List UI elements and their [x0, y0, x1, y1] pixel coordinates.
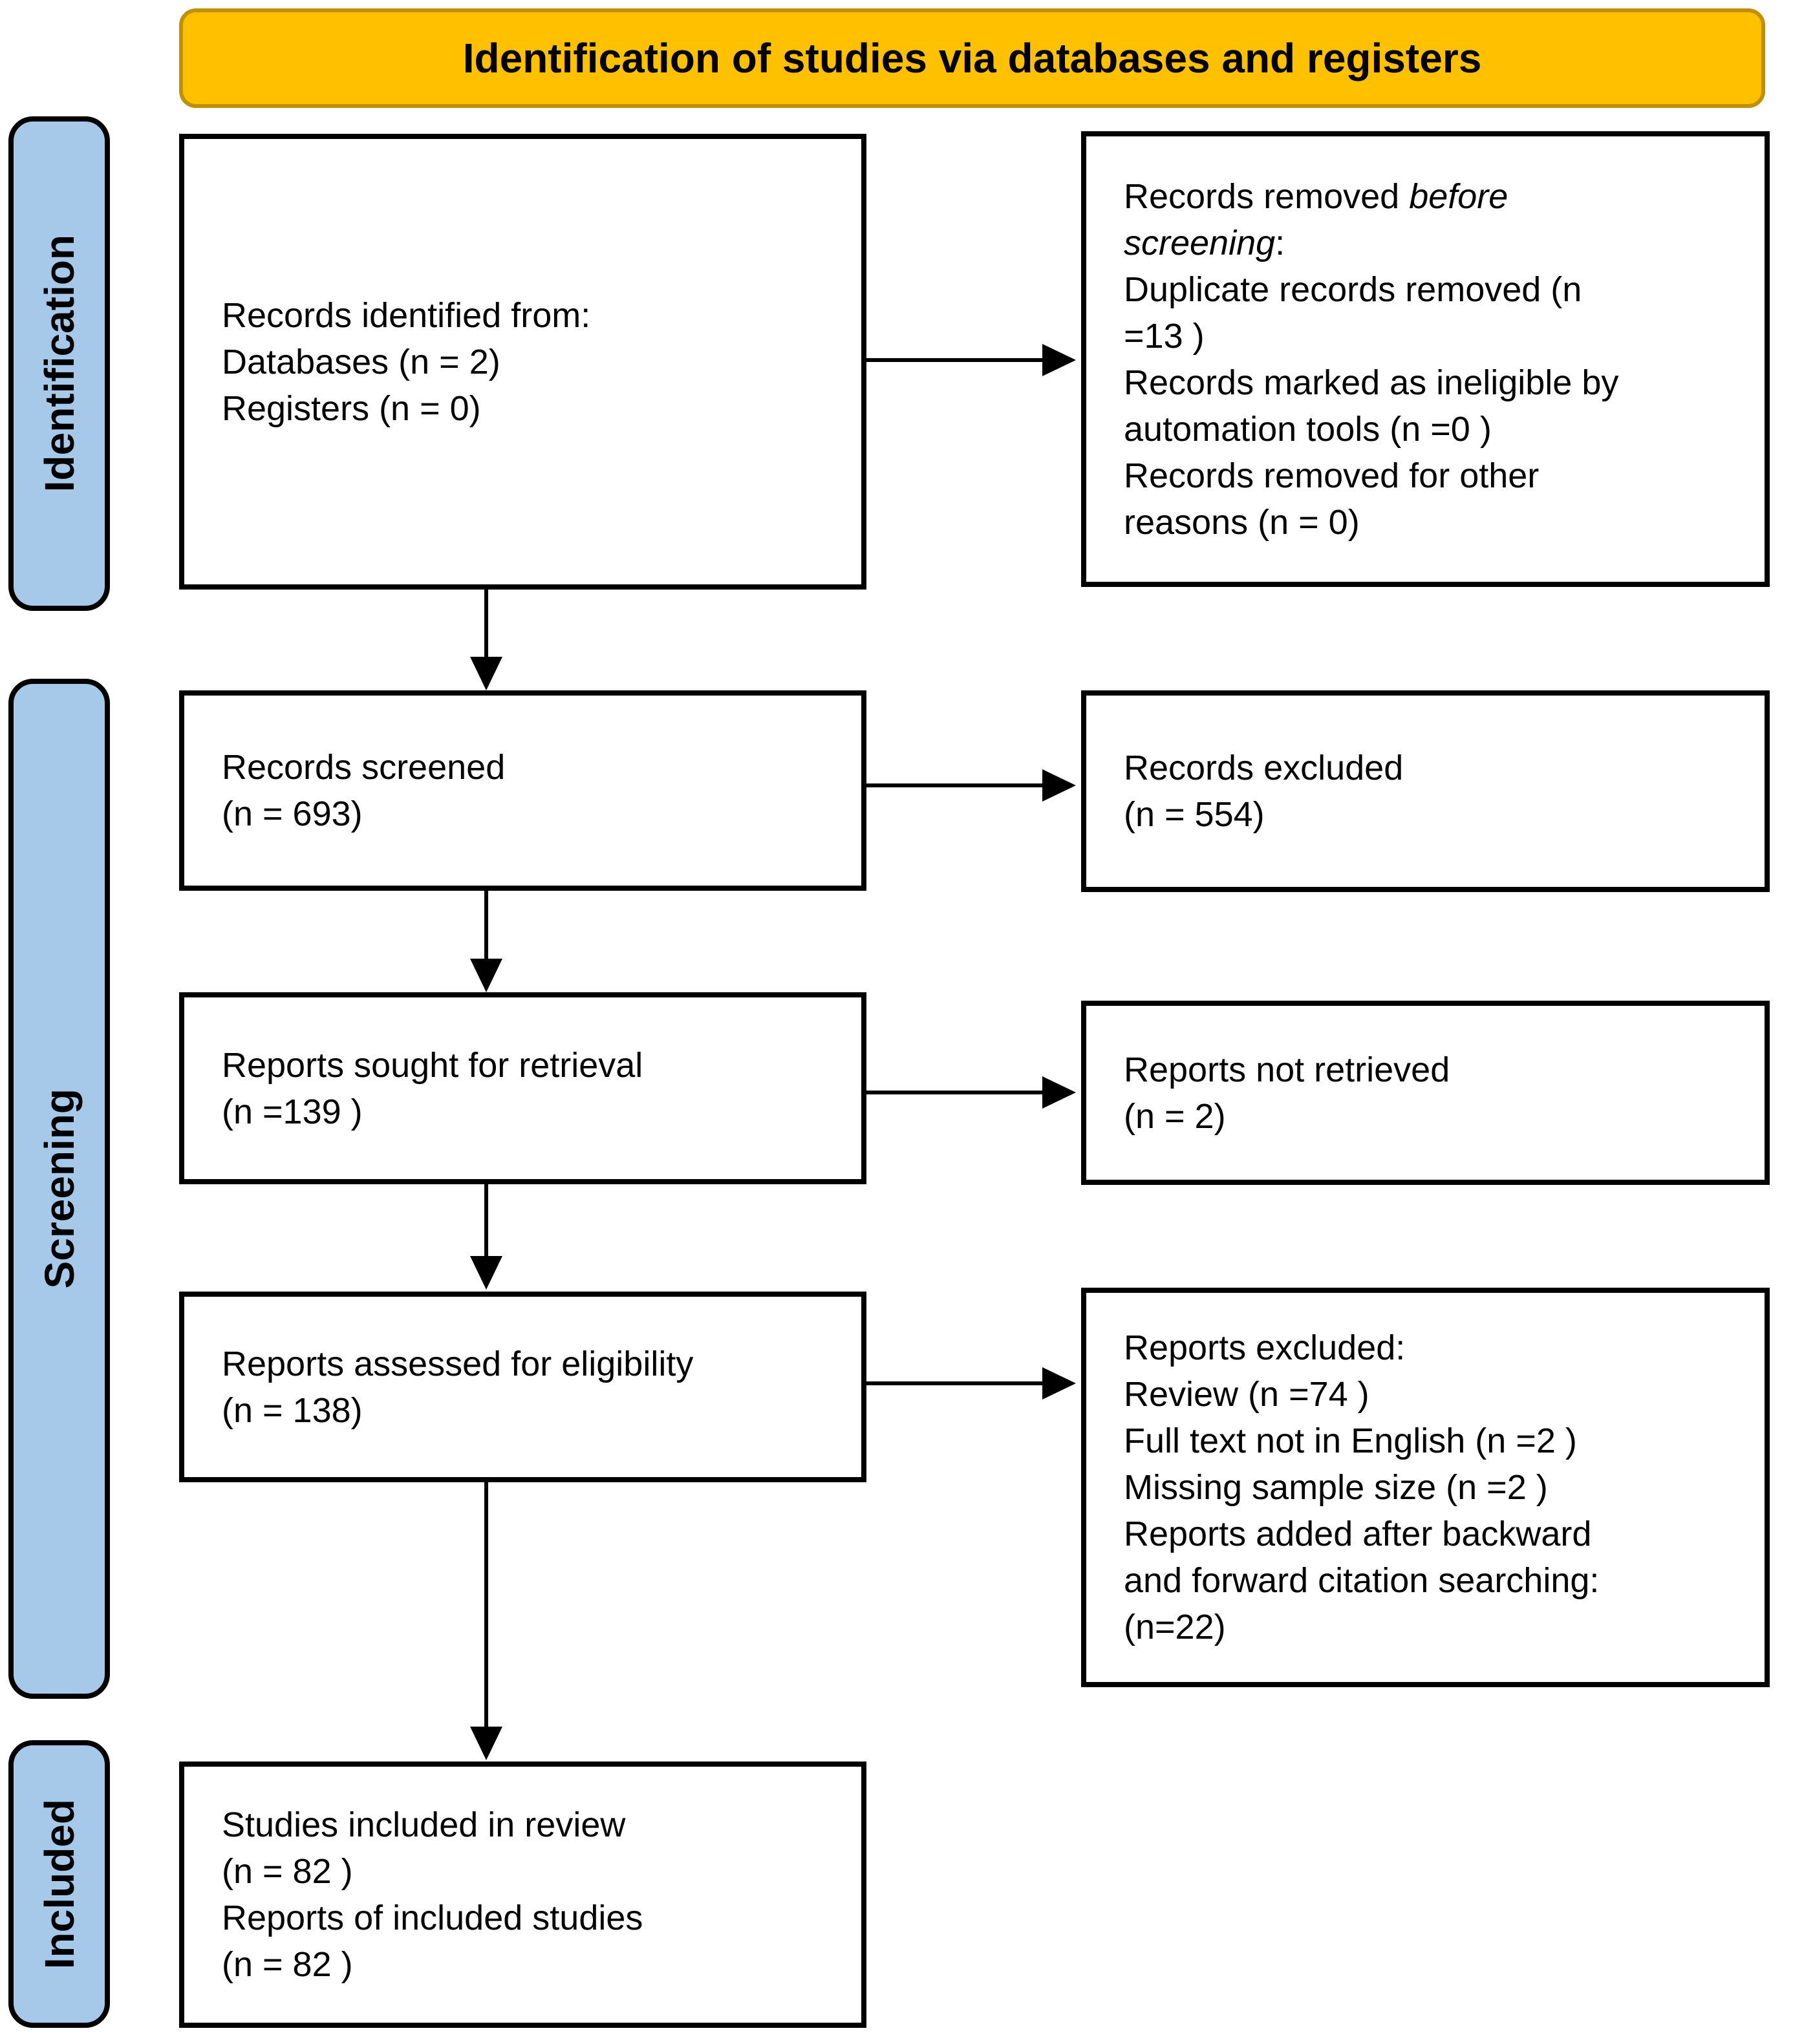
arrow-identified-to-screened-head [470, 657, 502, 690]
arrow-assessed-to-excluded-head [1042, 1367, 1076, 1400]
records-removed-title: Records removed before screening: [1124, 173, 1648, 266]
arrow-assessed-to-included-head [470, 1727, 502, 1760]
banner-title: Identification of studies via databases … [462, 35, 1482, 81]
arrow-identified-to-removed-head [1042, 344, 1076, 376]
records-removed-duplicates: Duplicate records removed (n =13 ) [1124, 270, 1582, 356]
reports-included-line: Reports of included studies [222, 1899, 643, 1937]
arrow-sought-to-notretrieved-line [866, 1091, 1044, 1094]
arrow-identified-to-removed-line [866, 358, 1044, 362]
reports-excluded-review: Review (n =74 ) [1124, 1375, 1369, 1414]
box-records-identified: Records identified from: Databases (n = … [179, 134, 866, 590]
arrow-sought-to-assessed-head [470, 1256, 502, 1290]
reports-sought-line: Reports sought for retrieval [222, 1045, 643, 1085]
reports-excluded-title: Reports excluded: [1124, 1328, 1406, 1367]
arrow-screened-to-excluded-line [866, 783, 1044, 787]
stage-label-included: Included [36, 1798, 83, 1970]
records-removed-title-italic: before screening [1124, 176, 1508, 262]
reports-assessed-line: Reports assessed for eligibility [222, 1344, 694, 1383]
box-records-removed: Records removed before screening: Duplic… [1081, 131, 1770, 587]
reports-excluded-samplesize: Missing sample size (n =2 ) [1124, 1468, 1548, 1507]
banner-title-box: Identification of studies via databases … [179, 8, 1765, 108]
studies-included-count: (n = 82 ) [222, 1852, 353, 1891]
stage-tab-identification: Identification [8, 116, 110, 611]
records-excluded-line: Records excluded [1124, 749, 1404, 787]
box-reports-assessed: Reports assessed for eligibility (n = 13… [179, 1292, 866, 1482]
stage-tab-included: Included [8, 1740, 110, 2028]
arrow-screened-to-sought-head [470, 959, 502, 992]
arrow-sought-to-notretrieved-head [1042, 1076, 1076, 1109]
box-reports-sought: Reports sought for retrieval (n =139 ) [179, 992, 866, 1184]
stage-label-screening: Screening [36, 1089, 83, 1289]
reports-sought-count: (n =139 ) [222, 1092, 363, 1131]
reports-not-retrieved-count: (n = 2) [1124, 1096, 1226, 1136]
records-excluded-count: (n = 554) [1124, 795, 1265, 834]
records-identified-registers: Registers (n = 0) [222, 389, 481, 428]
box-reports-excluded: Reports excluded: Review (n =74 ) Full t… [1081, 1288, 1770, 1687]
arrow-sought-to-assessed-line [484, 1184, 488, 1257]
records-identified-line: Records identified from: [222, 295, 591, 335]
reports-excluded-fulltext: Full text not in English (n =2 ) [1124, 1421, 1577, 1460]
records-identified-databases: Databases (n = 2) [222, 342, 500, 381]
reports-excluded-citation: Reports added after backward and forward… [1124, 1515, 1600, 1646]
box-reports-not-retrieved: Reports not retrieved (n = 2) [1081, 1001, 1770, 1185]
box-records-screened: Records screened (n = 693) [179, 690, 866, 891]
records-screened-line: Records screened [222, 748, 506, 787]
arrow-assessed-to-included-line [484, 1482, 488, 1728]
reports-included-count: (n = 82 ) [222, 1945, 353, 1984]
reports-assessed-count: (n = 138) [222, 1390, 363, 1430]
arrow-assessed-to-excluded-line [866, 1381, 1044, 1385]
arrow-screened-to-sought-line [484, 891, 488, 959]
records-removed-title-suffix: : [1275, 223, 1285, 262]
records-removed-other: Records removed for other reasons (n = 0… [1124, 456, 1540, 542]
records-screened-count: (n = 693) [222, 794, 363, 833]
records-removed-title-prefix: Records removed [1124, 176, 1410, 216]
arrow-identified-to-screened-line [484, 590, 488, 658]
stage-tab-screening: Screening [8, 679, 110, 1699]
box-studies-included: Studies included in review (n = 82 ) Rep… [179, 1762, 866, 2028]
studies-included-line: Studies included in review [222, 1805, 626, 1844]
records-removed-ineligible: Records marked as ineligible by automati… [1124, 363, 1619, 449]
box-records-excluded: Records excluded (n = 554) [1081, 690, 1770, 892]
stage-label-identification: Identification [36, 235, 83, 493]
reports-not-retrieved-line: Reports not retrieved [1124, 1050, 1450, 1089]
arrow-screened-to-excluded-head [1042, 769, 1076, 802]
